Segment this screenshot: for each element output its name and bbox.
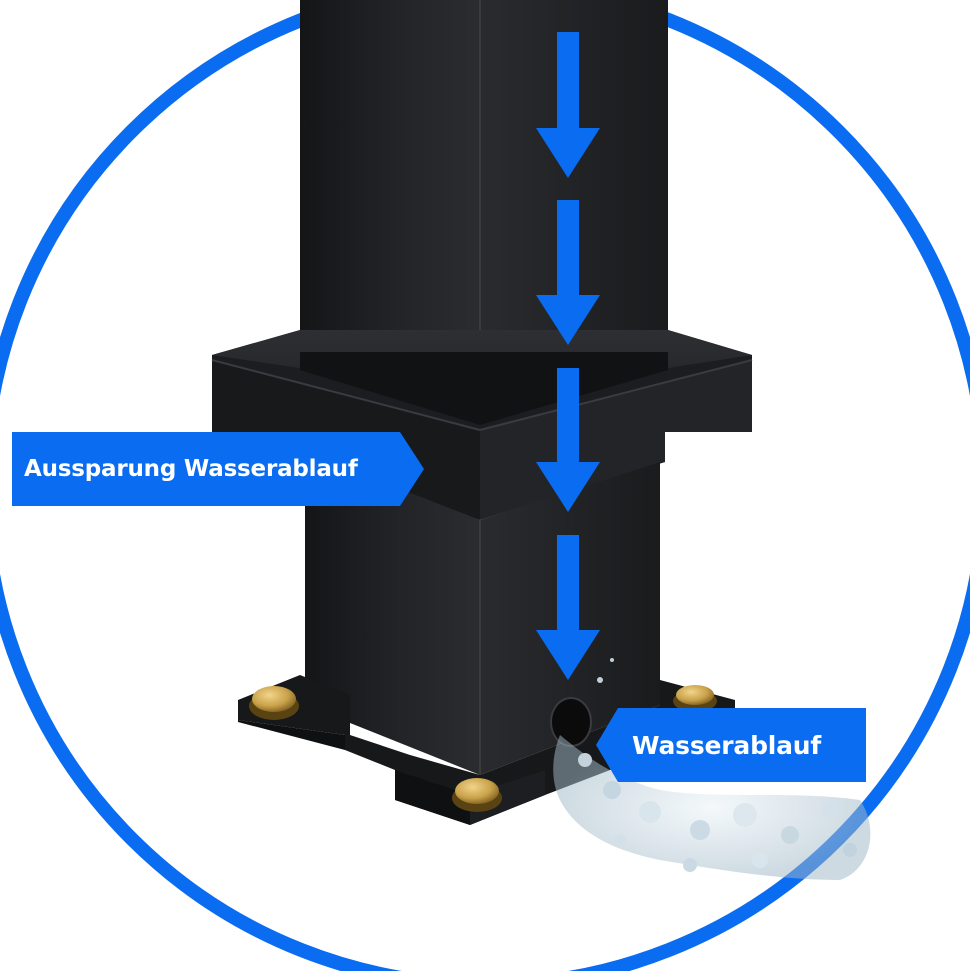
water-splash xyxy=(553,658,871,880)
recess-drain-label-text: Aussparung Wasserablauf xyxy=(24,456,358,482)
drain-label-text: Wasserablauf xyxy=(632,730,822,760)
recess-drain-label: Aussparung Wasserablauf xyxy=(12,432,424,506)
bolt-front-left xyxy=(249,686,299,720)
drain-label: Wasserablauf xyxy=(596,708,866,782)
bolt-front-right xyxy=(452,778,502,812)
arrow-down-icon xyxy=(536,32,600,680)
drain-hole xyxy=(550,697,592,747)
bolt-back-right xyxy=(673,685,717,712)
